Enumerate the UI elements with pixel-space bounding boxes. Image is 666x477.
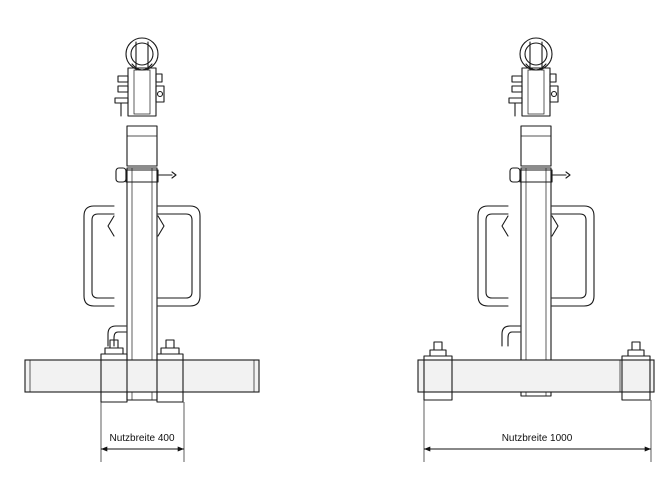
dimension-label-narrow: Nutzbreite 400 — [109, 433, 174, 444]
wide-view: Nutzbreite 1000 — [417, 37, 655, 462]
narrow-view: Nutzbreite 400 — [24, 37, 260, 462]
dimension-label-wide: Nutzbreite 1000 — [502, 433, 573, 444]
